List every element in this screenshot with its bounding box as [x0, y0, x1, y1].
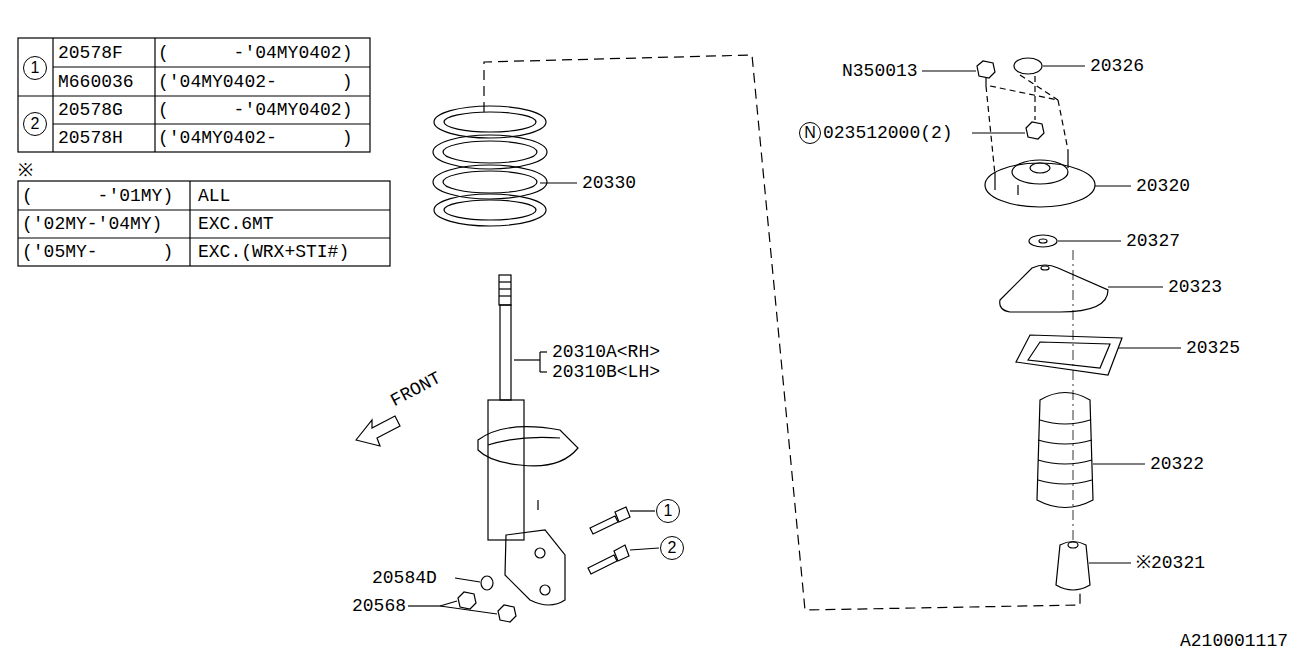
- callout-number: 2: [31, 116, 40, 132]
- assembly-line: [484, 55, 1080, 610]
- part-label: EXC.6MT: [198, 213, 274, 235]
- part-label: FRONT: [387, 367, 445, 412]
- coil-spring: [433, 106, 547, 226]
- table-rule: [18, 95, 370, 96]
- part-label: ( -'04MY0402): [158, 42, 352, 64]
- part-label: 20568: [352, 595, 406, 617]
- part-label: 20325: [1186, 337, 1240, 359]
- table-frame: [18, 38, 370, 152]
- part-label: ALL: [198, 185, 230, 207]
- part-label: 20578G: [58, 99, 123, 121]
- part-label: ( -'04MY0402): [158, 99, 352, 121]
- part-label: ('04MY0402- ): [158, 71, 352, 93]
- table-rule: [53, 123, 370, 124]
- part-label: 20322: [1150, 453, 1204, 475]
- part-label: ('02MY-'04MY): [22, 213, 162, 235]
- part-label: M660036: [58, 71, 134, 93]
- nut: [498, 605, 516, 622]
- front-arrow: [356, 416, 400, 446]
- part-label: ('05MY- ): [22, 241, 173, 263]
- table-rule: [52, 38, 53, 152]
- table-rule: [53, 66, 370, 67]
- part-label: 20578H: [58, 127, 123, 149]
- part-label: ※: [18, 160, 33, 182]
- part-label: 20310A<RH>: [552, 341, 660, 363]
- part-label: N350013: [842, 60, 918, 82]
- callout-number: 1: [31, 60, 40, 76]
- callout-number: N: [804, 125, 816, 141]
- part-label: 20310B<LH>: [552, 361, 660, 383]
- callout-circle: 2: [660, 536, 684, 560]
- callout-circle: N: [799, 122, 821, 144]
- part-label: ('04MY0402- ): [158, 127, 352, 149]
- callout-circle: 1: [656, 499, 680, 523]
- part-label: ※20321: [1136, 552, 1205, 574]
- table-rule: [189, 181, 190, 266]
- table-rule: [154, 38, 155, 152]
- part-label: A210001117: [1180, 630, 1288, 652]
- table-rule: [18, 209, 390, 210]
- part-label: ( -'01MY): [22, 185, 173, 207]
- leader-line: [408, 66, 1181, 614]
- strut: [478, 275, 578, 605]
- part-label: 20578F: [58, 42, 123, 64]
- part-label: 20330: [582, 172, 636, 194]
- nut: [458, 592, 476, 609]
- washer: [481, 576, 493, 590]
- bolt: [588, 507, 630, 574]
- callout-circle: 1: [23, 56, 47, 80]
- table-frame: [18, 181, 390, 266]
- callout-number: 2: [668, 540, 677, 556]
- part-label: 20323: [1168, 276, 1222, 298]
- upper-mount: [977, 58, 1122, 590]
- part-label: 20320: [1136, 175, 1190, 197]
- part-label: 20326: [1090, 55, 1144, 77]
- part-label: 20584D: [372, 567, 437, 589]
- part-label: EXC.(WRX+STI#): [198, 241, 349, 263]
- part-label: 023512000(2): [823, 122, 953, 144]
- callout-circle: 2: [23, 112, 47, 136]
- callout-number: 1: [664, 503, 673, 519]
- table-rule: [18, 237, 390, 238]
- part-label: 20327: [1126, 230, 1180, 252]
